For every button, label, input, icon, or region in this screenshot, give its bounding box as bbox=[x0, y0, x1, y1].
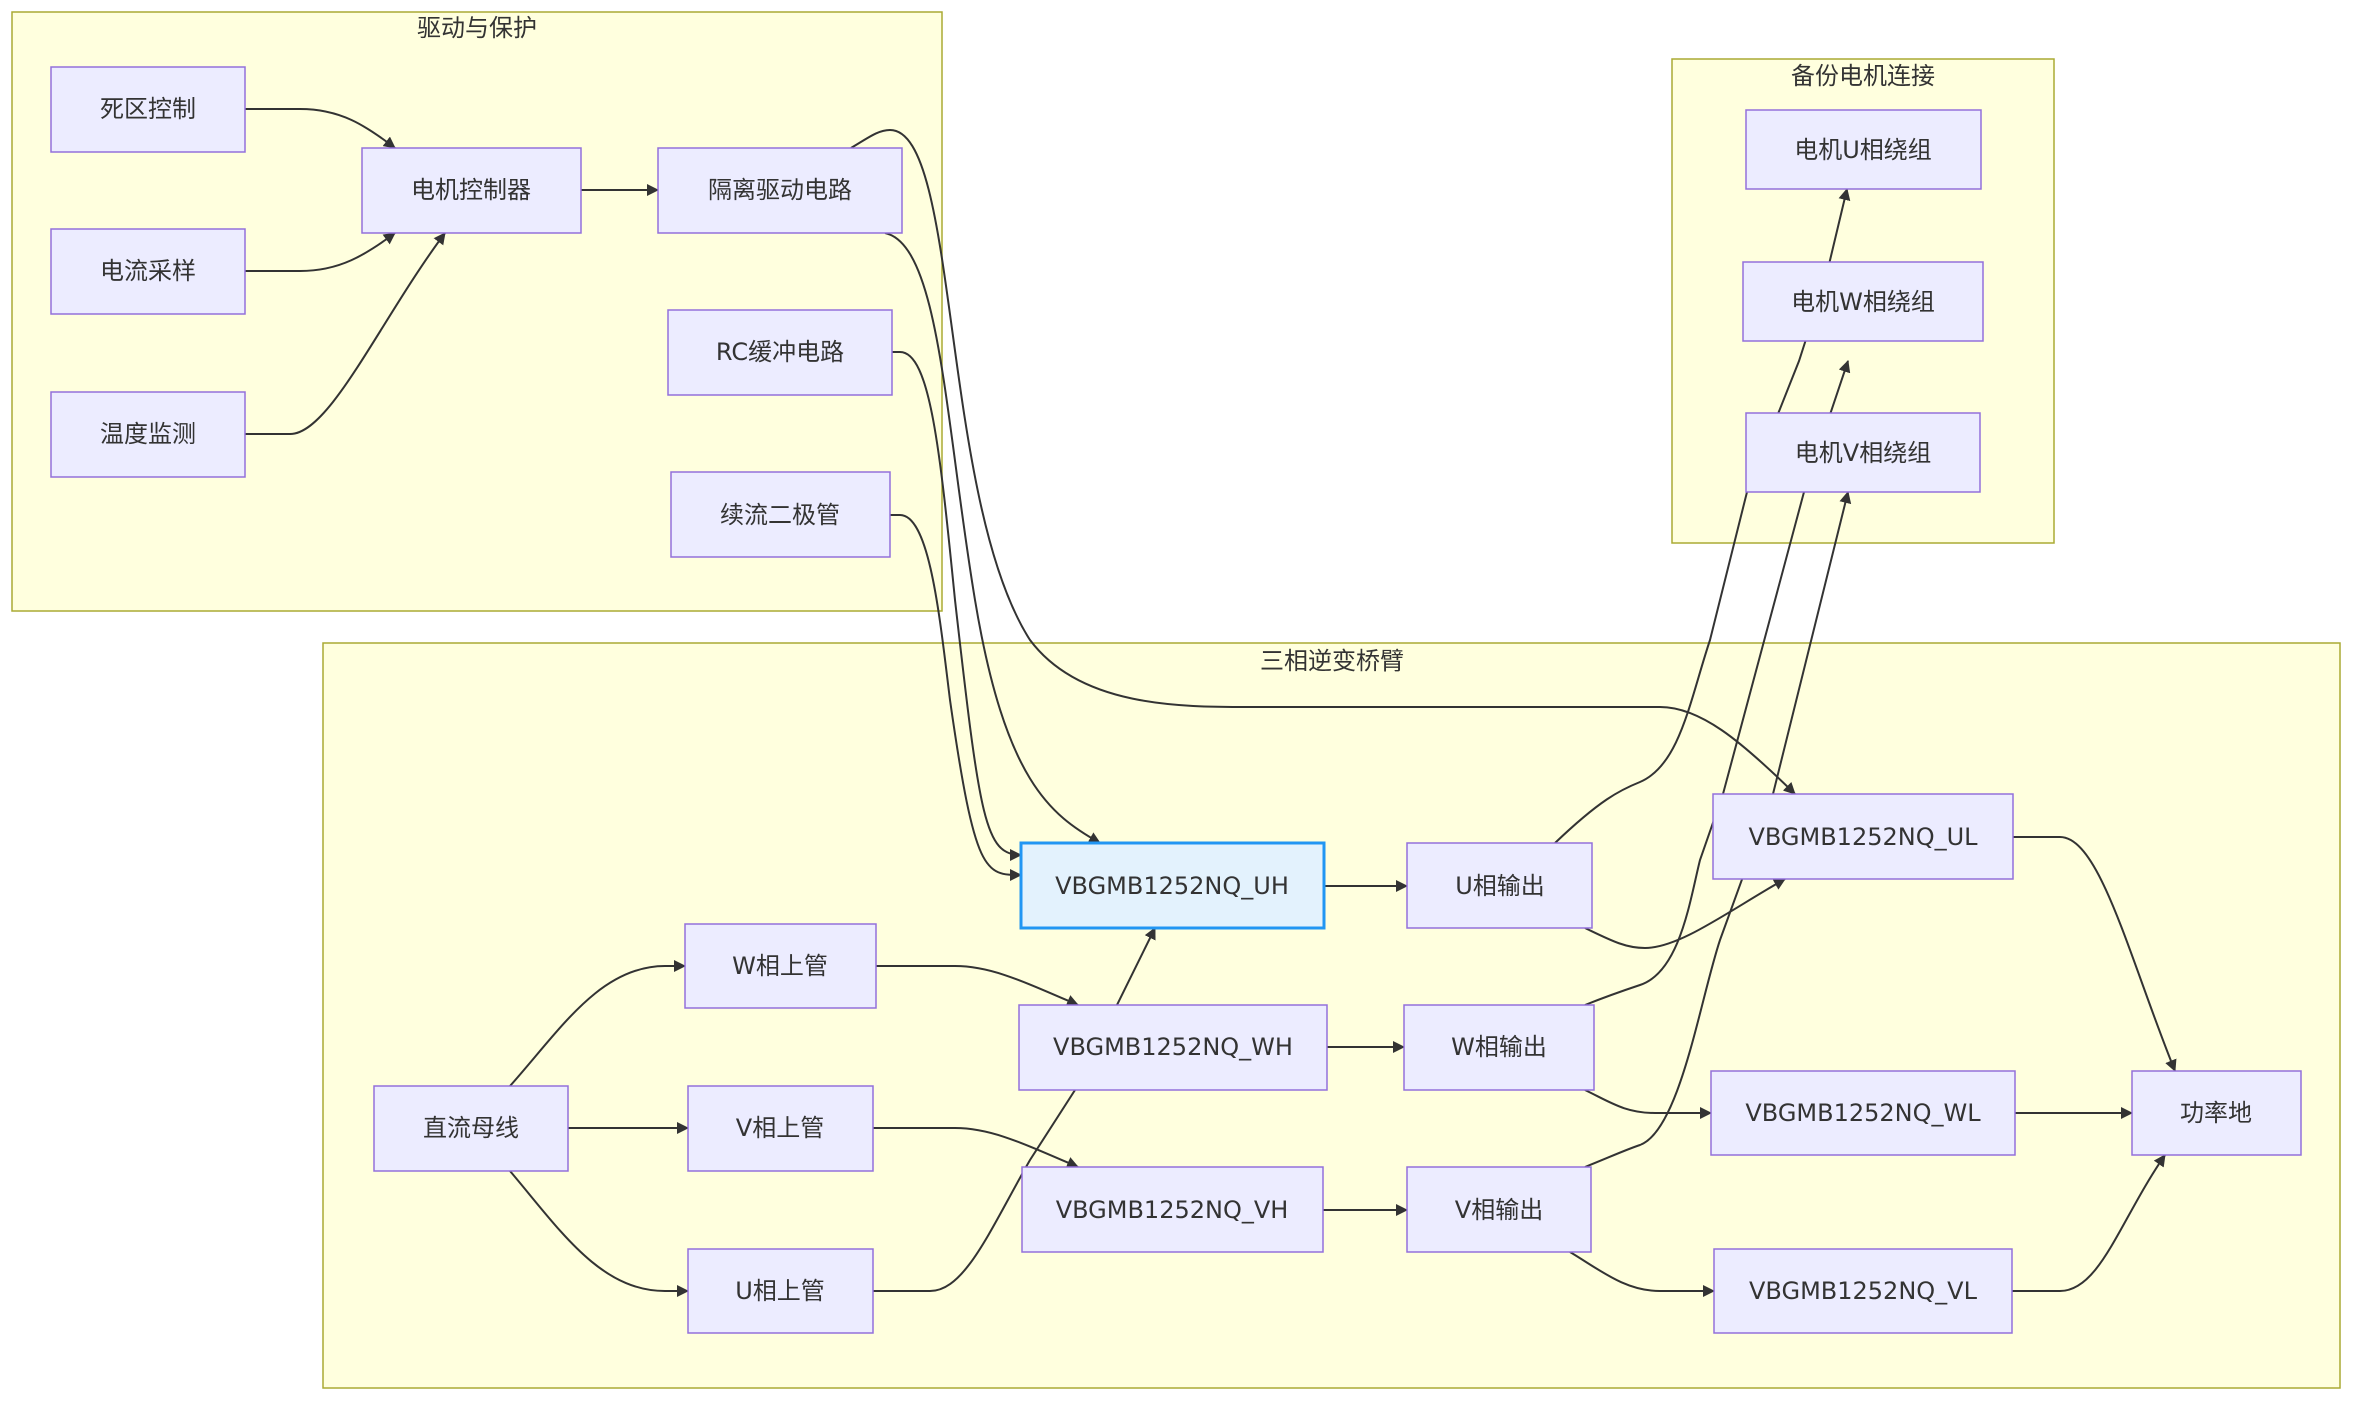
node-current-sampling[interactable]: 电流采样 bbox=[50, 228, 246, 315]
edge-vhi-vh bbox=[873, 1127, 1079, 1169]
edge-ul-pgnd bbox=[2013, 836, 2177, 1072]
node-isolated-driver[interactable]: 隔离驱动电路 bbox=[657, 147, 903, 234]
node-motor-u-winding[interactable]: 电机U相绕组 bbox=[1745, 109, 1982, 190]
subgraph-title: 驱动与保护 bbox=[417, 14, 537, 42]
node-label: VBGMB1252NQ_WH bbox=[1053, 1033, 1293, 1061]
node-mosfet-wh[interactable]: VBGMB1252NQ_WH bbox=[1018, 1004, 1328, 1091]
edge-current-mcu bbox=[245, 232, 396, 272]
edge-vout-motv bbox=[1584, 491, 1852, 1168]
edges bbox=[245, 108, 2177, 1297]
edge-uhi-uh bbox=[873, 927, 1156, 1292]
node-deadtime-control[interactable]: 死区控制 bbox=[50, 66, 246, 153]
edge-dcbus-uhi bbox=[509, 1170, 689, 1297]
node-label: U相输出 bbox=[1455, 872, 1545, 900]
node-label: 电机W相绕组 bbox=[1791, 288, 1935, 316]
node-label: W相上管 bbox=[732, 952, 828, 980]
node-mosfet-vh[interactable]: VBGMB1252NQ_VH bbox=[1021, 1166, 1324, 1253]
node-u-high-side[interactable]: U相上管 bbox=[687, 1248, 874, 1334]
subgraph-title: 备份电机连接 bbox=[1791, 62, 1935, 90]
node-label: V相输出 bbox=[1455, 1196, 1543, 1224]
subgraph-title: 三相逆变桥臂 bbox=[1260, 647, 1404, 675]
edge-uout-ul bbox=[1584, 878, 1786, 950]
subgraph-three-phase-bridge: 三相逆变桥臂 bbox=[322, 642, 2341, 1389]
node-freewheel-diode[interactable]: 续流二极管 bbox=[670, 471, 891, 558]
node-dc-bus[interactable]: 直流母线 bbox=[373, 1085, 569, 1172]
node-label: VBGMB1252NQ_VL bbox=[1749, 1277, 1978, 1305]
edge-dcbus-whi bbox=[509, 960, 686, 1087]
edge-vl-pgnd bbox=[2012, 1154, 2166, 1292]
subgraph-frame bbox=[322, 642, 2341, 1389]
node-motor-v-winding[interactable]: 电机V相绕组 bbox=[1745, 412, 1981, 493]
node-w-high-side[interactable]: W相上管 bbox=[684, 923, 877, 1009]
node-mosfet-ul[interactable]: VBGMB1252NQ_UL bbox=[1712, 793, 2014, 880]
node-rc-snubber[interactable]: RC缓冲电路 bbox=[667, 309, 893, 396]
node-label: 温度监测 bbox=[100, 420, 196, 448]
node-label: 直流母线 bbox=[423, 1114, 519, 1142]
node-label: 电机控制器 bbox=[411, 176, 531, 204]
node-mosfet-vl[interactable]: VBGMB1252NQ_VL bbox=[1713, 1248, 2013, 1334]
edge-isodrv-ul bbox=[850, 128, 1796, 795]
node-label: VBGMB1252NQ_UL bbox=[1748, 823, 1978, 851]
edge-rc-uh bbox=[892, 351, 1022, 861]
edge-wout-motw bbox=[1584, 360, 1851, 1006]
edge-temp-mcu bbox=[245, 232, 446, 435]
node-v-high-side[interactable]: V相上管 bbox=[687, 1085, 874, 1172]
node-label: 电机V相绕组 bbox=[1795, 439, 1931, 467]
node-label: V相上管 bbox=[736, 1114, 824, 1142]
node-v-output[interactable]: V相输出 bbox=[1406, 1166, 1592, 1253]
node-label: VBGMB1252NQ_UH bbox=[1055, 872, 1289, 900]
edge-wout-wl bbox=[1584, 1089, 1712, 1119]
node-label: VBGMB1252NQ_WL bbox=[1745, 1099, 1981, 1127]
node-power-ground[interactable]: 功率地 bbox=[2131, 1070, 2302, 1156]
node-label: 隔离驱动电路 bbox=[708, 176, 852, 204]
node-mosfet-uh[interactable]: VBGMB1252NQ_UH bbox=[1019, 841, 1326, 930]
node-label: 功率地 bbox=[2180, 1099, 2252, 1127]
node-label: VBGMB1252NQ_VH bbox=[1056, 1196, 1289, 1224]
node-label: W相输出 bbox=[1451, 1033, 1547, 1061]
node-u-output[interactable]: U相输出 bbox=[1406, 842, 1593, 929]
node-label: 续流二极管 bbox=[720, 501, 840, 529]
node-label: RC缓冲电路 bbox=[716, 338, 844, 366]
edge-deadtime-mcu bbox=[245, 108, 396, 149]
edge-vout-vl bbox=[1569, 1251, 1715, 1297]
node-label: 电机U相绕组 bbox=[1794, 136, 1932, 164]
node-motor-controller[interactable]: 电机控制器 bbox=[361, 147, 582, 234]
node-temperature-monitor[interactable]: 温度监测 bbox=[50, 391, 246, 478]
edge-uout-motu bbox=[1554, 188, 1851, 844]
edge-isodrv-uh bbox=[884, 232, 1101, 844]
edge-whi-wh bbox=[876, 965, 1079, 1007]
nodes: 死区控制 电流采样 温度监测 电机控制器 隔离驱动电路 RC缓冲电路 续流二极管… bbox=[50, 66, 2302, 1334]
node-label: 死区控制 bbox=[100, 95, 196, 123]
node-label: U相上管 bbox=[735, 1277, 825, 1305]
node-label: 电流采样 bbox=[100, 257, 196, 285]
node-w-output[interactable]: W相输出 bbox=[1403, 1004, 1595, 1091]
edge-diode-uh bbox=[890, 514, 1022, 881]
node-mosfet-wl[interactable]: VBGMB1252NQ_WL bbox=[1710, 1070, 2016, 1156]
node-motor-w-winding[interactable]: 电机W相绕组 bbox=[1742, 261, 1984, 342]
